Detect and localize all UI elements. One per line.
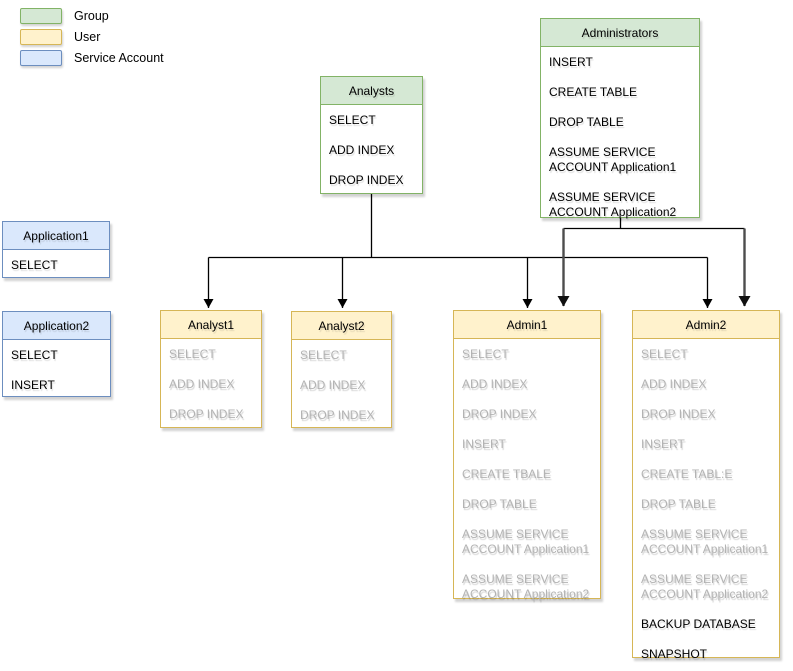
permission: SELECT — [641, 347, 688, 361]
node-application2-title: Application2 — [3, 312, 110, 340]
permission: INSERT — [549, 55, 593, 69]
permission: ASSUME SERVICE ACCOUNT Application1 — [641, 527, 769, 556]
permission: INSERT — [11, 378, 55, 392]
permission: SELECT — [300, 348, 347, 362]
legend-item-group: Group — [20, 7, 164, 24]
permission: ADD INDEX — [329, 143, 395, 157]
permission: INSERT — [641, 437, 685, 451]
permission: ADD INDEX — [462, 377, 528, 391]
permission: DROP TABLE — [462, 497, 537, 511]
node-administrators-title: Administrators — [541, 19, 699, 47]
node-analyst1-title: Analyst1 — [161, 311, 261, 339]
permission: ASSUME SERVICE ACCOUNT Application2 — [462, 572, 590, 601]
node-analyst1: Analyst1 SELECT ADD INDEX DROP INDEX — [160, 310, 262, 428]
node-admin1: Admin1 SELECT ADD INDEX DROP INDEX INSER… — [453, 310, 601, 601]
node-analyst2-title: Analyst2 — [292, 312, 391, 340]
permission: DROP INDEX — [329, 173, 404, 187]
permission: DROP TABLE — [641, 497, 716, 511]
legend-swatch-user — [20, 28, 62, 45]
permission: INSERT — [462, 437, 506, 451]
permission: DROP INDEX — [169, 407, 244, 421]
permission: ASSUME SERVICE ACCOUNT Application1 — [462, 527, 590, 556]
permission: CREATE TBALE — [462, 467, 551, 481]
node-admin1-title: Admin1 — [454, 311, 600, 339]
node-analysts-title: Analysts — [321, 77, 422, 105]
node-analysts: Analysts SELECT ADD INDEX DROP INDEX — [320, 76, 423, 194]
node-admin2-title: Admin2 — [633, 311, 779, 339]
permission: ASSUME SERVICE ACCOUNT Application2 — [641, 572, 769, 601]
node-administrators: Administrators INSERT CREATE TABLE DROP … — [540, 18, 700, 219]
permission: SELECT — [11, 258, 58, 272]
permission: ADD INDEX — [300, 378, 366, 392]
permission: DROP INDEX — [641, 407, 716, 421]
permission: ASSUME SERVICE ACCOUNT Application2 — [549, 190, 677, 219]
permission: SELECT — [169, 347, 216, 361]
permission: DROP TABLE — [549, 115, 624, 129]
permission: SELECT — [329, 113, 376, 127]
node-admin2: Admin2 SELECT ADD INDEX DROP INDEX INSER… — [632, 310, 780, 661]
node-application2: Application2 SELECT INSERT — [2, 311, 111, 397]
legend-label-service-account: Service Account — [74, 50, 164, 65]
permission: SNAPSHOT — [641, 647, 708, 661]
permission: ASSUME SERVICE ACCOUNT Application1 — [549, 145, 677, 174]
legend-item-user: User — [20, 28, 164, 45]
node-application1-title: Application1 — [3, 222, 109, 250]
permission: ADD INDEX — [169, 377, 235, 391]
legend-swatch-service-account — [20, 49, 62, 66]
permission: SELECT — [462, 347, 509, 361]
permission: SELECT — [11, 348, 58, 362]
legend-item-service-account: Service Account — [20, 49, 164, 66]
permission: CREATE TABL:E — [641, 467, 733, 481]
permission: ADD INDEX — [641, 377, 707, 391]
legend-swatch-group — [20, 7, 62, 24]
node-analyst2: Analyst2 SELECT ADD INDEX DROP INDEX — [291, 311, 392, 428]
permission: BACKUP DATABASE — [641, 617, 756, 631]
permission: CREATE TABLE — [549, 85, 638, 99]
legend-label-user: User — [74, 29, 101, 44]
permission: DROP INDEX — [462, 407, 537, 421]
legend-label-group: Group — [74, 8, 109, 23]
permission: DROP INDEX — [300, 408, 375, 422]
node-application1: Application1 SELECT — [2, 221, 110, 278]
legend: Group User Service Account — [20, 7, 164, 71]
